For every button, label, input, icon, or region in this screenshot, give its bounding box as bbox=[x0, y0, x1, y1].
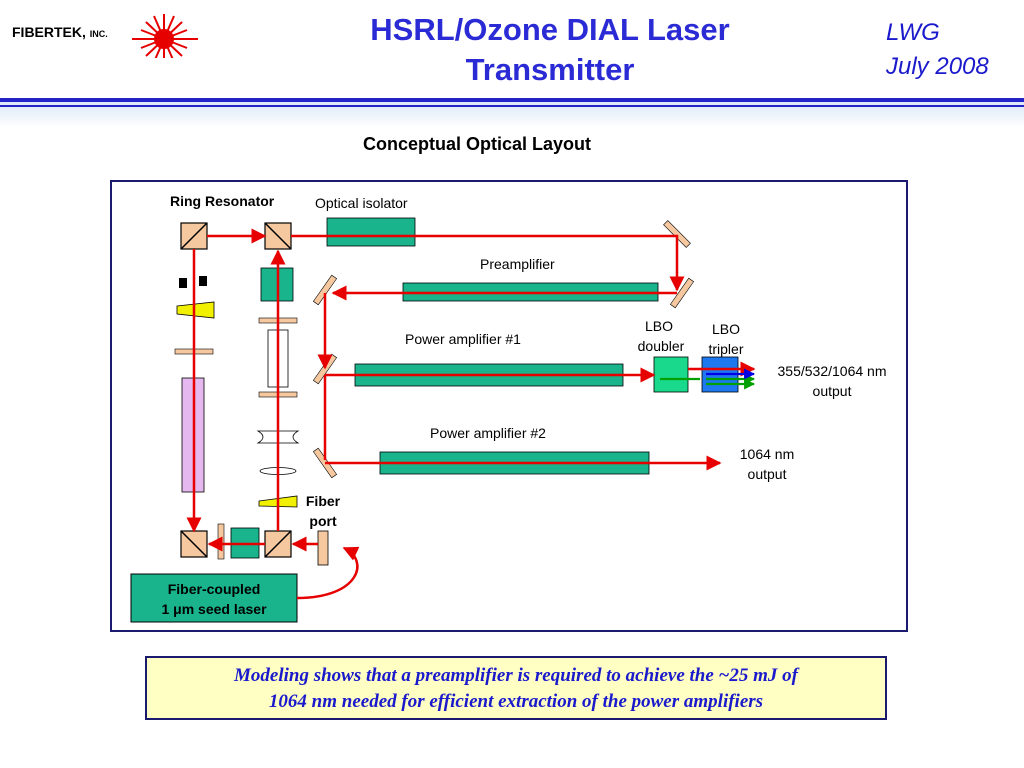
note-line-1: Modeling shows that a preamplifier is re… bbox=[234, 665, 798, 686]
page-title: HSRL/Ozone DIAL Laser Transmitter bbox=[300, 10, 800, 90]
optical-isolator-label: Optical isolator bbox=[315, 195, 408, 211]
q-switch-block-left bbox=[179, 278, 187, 288]
multi-output-label-1: 355/532/1064 nm bbox=[778, 363, 887, 379]
logo-text: FIBERTEK, INC. bbox=[12, 24, 108, 40]
header-rule-thick bbox=[0, 98, 1024, 102]
output-1064-label-2: output bbox=[748, 466, 787, 482]
header-band bbox=[0, 98, 1024, 128]
mirror-preamp-left bbox=[312, 274, 338, 306]
ring-resonator-label: Ring Resonator bbox=[170, 193, 275, 209]
author-label: LWG bbox=[886, 19, 940, 46]
note-line-2: 1064 nm needed for efficient extraction … bbox=[268, 691, 764, 712]
author-date: LWG July 2008 bbox=[886, 16, 989, 84]
header-rule-thin bbox=[0, 105, 1024, 107]
lbo-doubler-label-2: doubler bbox=[638, 338, 685, 354]
output-1064-label-1: 1064 nm bbox=[740, 446, 794, 462]
power-amplifier-2-label: Power amplifier #2 bbox=[430, 425, 546, 441]
multi-output-label-2: output bbox=[813, 383, 852, 399]
lbo-tripler-label-2: tripler bbox=[708, 341, 743, 357]
seed-laser-label-1: Fiber-coupled bbox=[168, 581, 261, 597]
wedge-left bbox=[176, 301, 215, 319]
optical-isolator bbox=[326, 217, 416, 247]
power-amplifier-1-label: Power amplifier #1 bbox=[405, 331, 521, 347]
fiber-port-label-2: port bbox=[309, 513, 337, 529]
fiber-port-label-1: Fiber bbox=[306, 493, 341, 509]
beam-to-isolator bbox=[291, 234, 685, 292]
seed-laser-label-2: 1 μm seed laser bbox=[161, 601, 267, 617]
pbs-cube-top-left bbox=[180, 222, 208, 250]
lbo-doubler-label-1: LBO bbox=[645, 318, 673, 334]
pbs-cube-top-right bbox=[264, 222, 292, 250]
fibertek-logo: FIBERTEK, INC. bbox=[0, 8, 200, 64]
lbo-doubler-crystal bbox=[653, 356, 689, 393]
conclusion-note: Modeling shows that a preamplifier is re… bbox=[145, 656, 887, 720]
pbs-cube-bottom-left bbox=[180, 530, 208, 558]
waveplate-bottom bbox=[217, 523, 225, 560]
lbo-tripler-label-1: LBO bbox=[712, 321, 740, 337]
diagram-subtitle: Conceptual Optical Layout bbox=[362, 134, 592, 154]
sunburst-logo-icon bbox=[8, 14, 198, 64]
title-line-2: Transmitter bbox=[465, 52, 635, 87]
date-label: July 2008 bbox=[886, 53, 989, 80]
diagram-frame bbox=[110, 180, 908, 632]
preamplifier-label: Preamplifier bbox=[480, 256, 555, 272]
title-line-1: HSRL/Ozone DIAL Laser bbox=[370, 12, 730, 47]
q-switch-block-right bbox=[199, 276, 207, 286]
fiber-cable bbox=[296, 546, 360, 600]
seed-laser-box bbox=[130, 573, 298, 623]
pbs-cube-bottom-right bbox=[264, 530, 292, 558]
fiber-port bbox=[317, 530, 329, 566]
